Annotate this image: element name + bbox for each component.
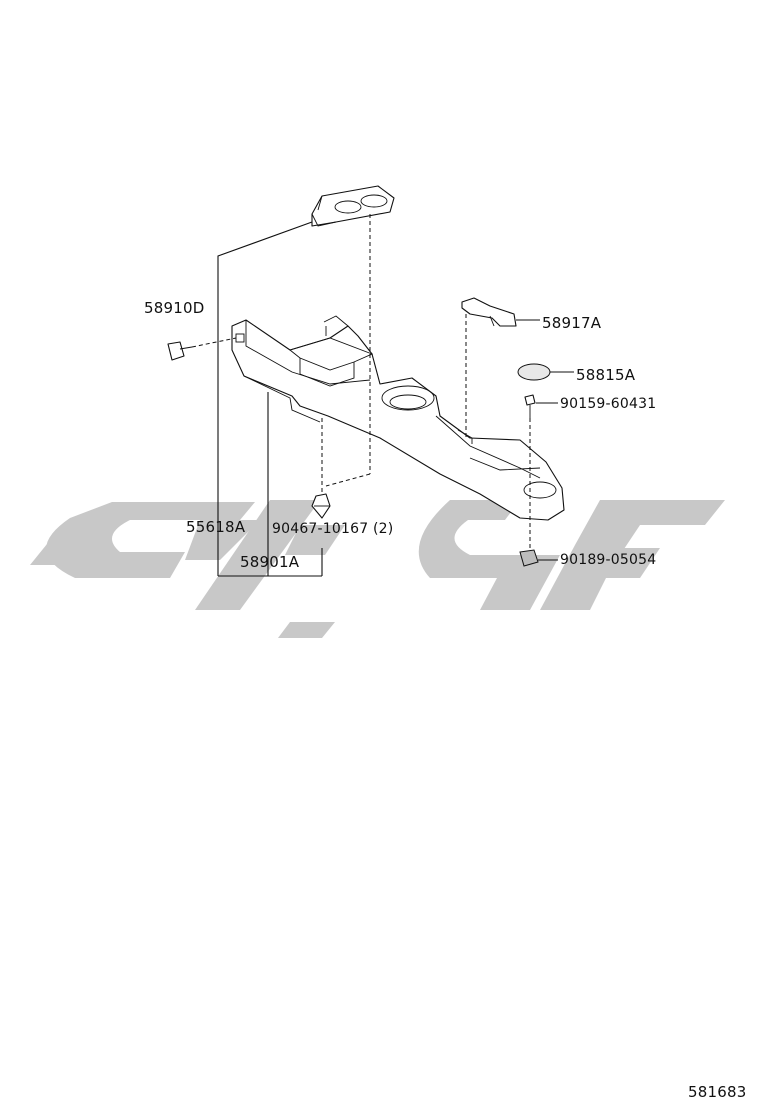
watermark-logo [30, 500, 725, 638]
screw-90159-60431 [524, 394, 536, 418]
screw-58910d [167, 341, 193, 361]
figure-number: 581683 [688, 1083, 747, 1101]
cap-58815a [517, 363, 551, 381]
assembly-lines [191, 214, 531, 550]
clip-90467-10167 [311, 493, 331, 519]
part-label-55618a: 55618A [186, 518, 246, 536]
cup-holder-bracket [311, 185, 395, 227]
leader-lines [217, 221, 574, 577]
center-console-body [231, 315, 565, 521]
part-label-58917a: 58917A [542, 314, 602, 332]
part-label-90159-60431: 90159-60431 [560, 396, 657, 412]
part-label-90189-05054: 90189-05054 [560, 552, 657, 568]
part-label-58901a: 58901A [240, 553, 300, 571]
part-label-90467-10167: 90467-10167 (2) [272, 521, 394, 537]
nut-90189-05054 [519, 549, 539, 567]
part-label-58815a: 58815A [576, 366, 636, 384]
clip-58917a [461, 297, 517, 327]
part-label-58910d: 58910D [144, 299, 205, 317]
